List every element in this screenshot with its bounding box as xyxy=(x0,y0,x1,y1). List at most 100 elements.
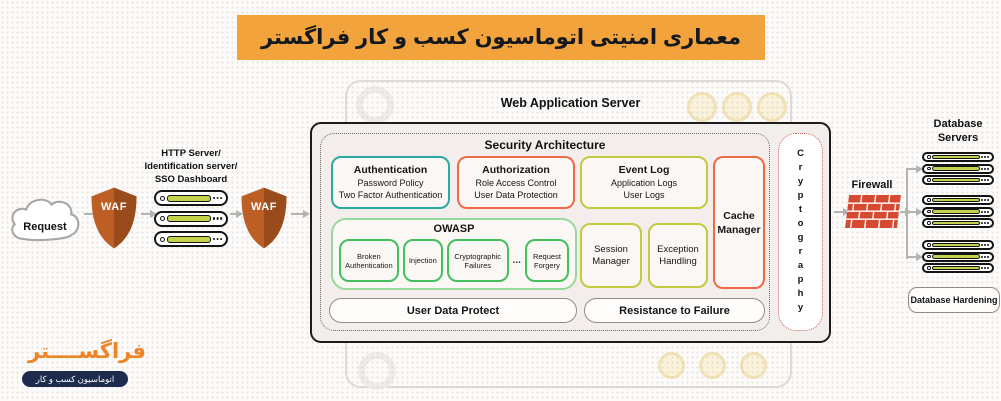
branch-line xyxy=(906,169,908,259)
database-hardening-box: Database Hardening xyxy=(908,287,1000,313)
server-vents xyxy=(981,222,983,224)
server-drive-bar xyxy=(167,215,211,222)
cache-manager-box: Cache Manager xyxy=(713,156,765,289)
server-led xyxy=(927,254,931,259)
authorization-box: Authorization Role Access Control User D… xyxy=(457,156,575,209)
server-vents xyxy=(212,217,215,220)
server-drive-bar xyxy=(932,265,980,271)
web-app-server-title: Web Application Server xyxy=(500,96,641,110)
server-drive-bar xyxy=(167,194,211,202)
decor-circle xyxy=(722,92,752,122)
database-servers-line1: Database xyxy=(933,118,983,130)
decor-circle xyxy=(757,92,787,122)
front-servers-line1: HTTP Server/ xyxy=(161,148,221,159)
arrow-to-db-stack-1 xyxy=(906,165,923,173)
server-icon xyxy=(922,152,994,162)
authentication-box: Authentication Password Policy Two Facto… xyxy=(331,156,450,209)
server-drive-bar xyxy=(932,209,980,214)
db-server-stack-icon xyxy=(922,152,994,185)
server-drive-bar xyxy=(932,254,980,259)
exception-handling-box: Exception Handling xyxy=(648,223,708,288)
firewall-icon xyxy=(844,195,902,228)
server-vents xyxy=(981,210,983,213)
request-label: Request xyxy=(23,221,67,233)
event-log-title: Event Log xyxy=(618,164,670,176)
server-vents xyxy=(212,196,215,200)
waf-label: WAF xyxy=(101,201,127,213)
firewall-label: Firewall xyxy=(851,179,893,191)
authentication-item: Password Policy xyxy=(357,178,424,188)
authorization-title: Authorization xyxy=(482,164,550,176)
request-cloud-icon: Request xyxy=(4,190,86,252)
cryptography-box: Cryptography xyxy=(778,133,823,331)
session-manager-box: Session Manager xyxy=(580,223,642,288)
server-drive-bar xyxy=(932,242,980,248)
server-drive-bar xyxy=(932,166,980,171)
server-vents xyxy=(981,179,983,181)
server-icon xyxy=(154,231,228,247)
server-icon xyxy=(922,163,994,174)
front-server-stack-icon xyxy=(154,190,228,247)
server-icon xyxy=(922,206,994,217)
server-icon xyxy=(922,240,994,250)
arrow-servers-to-waf2 xyxy=(230,210,243,218)
server-icon xyxy=(922,175,994,185)
arrow-waf2-to-appserver xyxy=(291,210,310,218)
server-led xyxy=(927,166,931,171)
owasp-item-broken-authentication: Broken Authentication xyxy=(339,239,399,282)
server-vents xyxy=(981,255,983,258)
server-drive-bar xyxy=(932,197,980,203)
server-drive-bar xyxy=(932,154,980,160)
title-banner: معماری امنیتی اتوماسیون کسب و کار فراگست… xyxy=(237,15,765,60)
server-vents xyxy=(981,199,983,201)
server-vents xyxy=(212,237,215,241)
database-servers-line2: Servers xyxy=(937,132,979,144)
arrow-waf-to-servers xyxy=(141,210,157,218)
waf-label: WAF xyxy=(251,201,277,213)
resistance-to-failure-bar: Resistance to Failure xyxy=(584,298,765,323)
arrow-to-db-stack-2 xyxy=(906,208,923,216)
server-icon xyxy=(922,195,994,205)
faragostar-logo: فراگســــتر xyxy=(28,340,146,363)
waf-shield-icon: WAF xyxy=(88,184,140,252)
owasp-title: OWASP xyxy=(433,223,475,235)
waf-shield-icon: WAF xyxy=(238,184,290,252)
server-vents xyxy=(981,244,983,246)
front-servers-label: HTTP Server/ Identification server/ SSO … xyxy=(116,147,266,186)
decor-circle xyxy=(699,352,726,379)
server-led xyxy=(160,236,165,242)
arrow-to-db-stack-3 xyxy=(906,253,923,261)
owasp-item-injection: Injection xyxy=(402,239,443,282)
event-log-item: Application Logs xyxy=(610,178,678,188)
server-icon xyxy=(922,218,994,228)
server-drive-bar xyxy=(167,235,211,243)
faragostar-tagline: اتوماسیون کسب و کار xyxy=(22,371,128,387)
server-drive-bar xyxy=(932,177,980,183)
cryptography-label: Cryptography xyxy=(795,148,806,316)
db-server-stack-icon xyxy=(922,240,994,273)
server-icon xyxy=(922,251,994,262)
authentication-title: Authentication xyxy=(353,164,428,176)
decor-ring-bottom-left xyxy=(358,352,396,390)
user-data-protect-bar: User Data Protect xyxy=(329,298,577,323)
event-log-box: Event Log Application Logs User Logs xyxy=(580,156,708,209)
authentication-item: Two Factor Authentication xyxy=(338,189,443,200)
event-log-item: User Logs xyxy=(623,189,665,200)
server-led xyxy=(927,221,931,225)
server-led xyxy=(927,266,931,270)
decor-circle xyxy=(658,352,685,379)
security-architecture-container: Security Architecture Authentication Pas… xyxy=(320,133,770,331)
server-led xyxy=(927,198,931,202)
owasp-item-request-forgery: Request Forgery xyxy=(524,239,569,282)
server-led xyxy=(160,216,165,221)
server-led xyxy=(160,195,165,201)
authorization-item: User Data Protection xyxy=(474,189,558,200)
arrow-appserver-to-firewall xyxy=(834,208,850,216)
server-vents xyxy=(981,167,983,170)
server-led xyxy=(927,243,931,247)
owasp-ellipsis: ... xyxy=(512,255,521,266)
server-led xyxy=(927,155,931,159)
decor-ring-top-left xyxy=(356,86,394,124)
server-icon xyxy=(154,210,228,227)
